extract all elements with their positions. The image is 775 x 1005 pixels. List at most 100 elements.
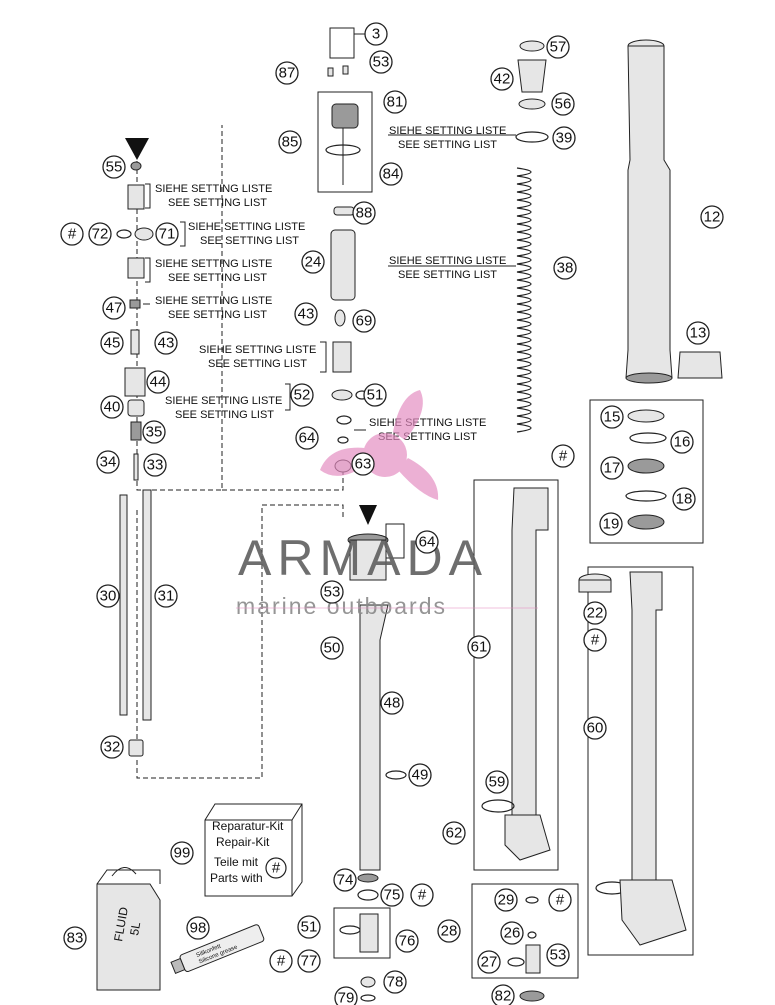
callout-n30: 30 (96, 584, 120, 608)
callout-circle (352, 201, 376, 225)
part-31-rod (142, 489, 152, 721)
callout-n17: 17 (600, 456, 624, 480)
callout-label: 50 (324, 640, 341, 657)
callout-circle (553, 256, 577, 280)
callout-n99: 99 (170, 841, 194, 865)
callout-circle (100, 331, 124, 355)
lower-leg-60-frame (587, 566, 694, 956)
callout-label: 69 (356, 313, 373, 330)
propeller-logo (320, 390, 439, 500)
part-48-tube (359, 604, 389, 871)
callout-circle (491, 984, 515, 1005)
callout-label: 53 (373, 54, 390, 71)
callout-label: 85 (282, 134, 299, 151)
part-76-base (359, 913, 379, 953)
callout-n24: 24 (301, 250, 325, 274)
part-22-bushing-body (578, 579, 612, 593)
part-upper-housing (349, 539, 387, 581)
callout-label: 28 (441, 923, 458, 940)
part-74-nut (357, 873, 379, 883)
callout-n53b: 53 (320, 580, 344, 604)
callout-n39: 39 (552, 126, 576, 150)
part-60-lower-leg (629, 571, 663, 881)
grease-tube: Silikonfett Silicone grease (170, 924, 265, 975)
part-35-spring (130, 421, 142, 441)
part-53-bolt (342, 65, 349, 75)
part-64-frame (385, 523, 405, 559)
part-55-nut (130, 161, 142, 171)
callout-n3: 3 (364, 22, 388, 46)
callout-label: 99 (174, 845, 191, 862)
part-44-spring (124, 367, 146, 397)
part-47-nut (129, 299, 141, 309)
callout-n43b: 43 (154, 331, 178, 355)
callout-label: 34 (100, 454, 117, 471)
callout-label: 78 (387, 974, 404, 991)
callout-n84: 84 (379, 162, 403, 186)
setting-note: SIEHE SETTING LISTE SEE SETTING LIST (145, 257, 272, 284)
callout-circle (437, 919, 461, 943)
part-42-piston (517, 59, 547, 93)
callout-circle (600, 405, 624, 429)
callout-circle (379, 162, 403, 186)
callout-n82: 82 (491, 984, 515, 1005)
part-71-piston (134, 227, 154, 241)
svg-text:SEE SETTING LIST: SEE SETTING LIST (168, 309, 267, 321)
callout-n12: 12 (700, 205, 724, 229)
callout-n42: 42 (490, 67, 514, 91)
callout-circle (290, 383, 314, 407)
callout-label: 22 (587, 605, 604, 622)
part-78-nut (360, 976, 376, 988)
callout-n15: 15 (600, 405, 624, 429)
callout-label: 82 (495, 988, 512, 1005)
callout-label: 52 (294, 387, 311, 404)
part-52-clip (331, 389, 353, 401)
svg-text:SIEHE SETTING LISTE: SIEHE SETTING LISTE (369, 417, 486, 429)
callout-n47: 47 (102, 296, 126, 320)
arrow-down-icon (125, 138, 149, 160)
part-40-cup (127, 399, 145, 417)
svg-text:SIEHE SETTING LISTE: SIEHE SETTING LISTE (199, 344, 316, 356)
callout-label: 74 (337, 872, 354, 889)
callout-label: 84 (383, 166, 400, 183)
callout-circle (295, 426, 319, 450)
part-19-dust-seal (627, 514, 665, 530)
callout-circle (334, 986, 358, 1005)
part-49-ring (385, 770, 407, 780)
callout-circle (551, 92, 575, 116)
callout-circle (583, 628, 607, 652)
callout-circle (546, 35, 570, 59)
callout-n72: 72 (88, 222, 112, 246)
part-24-cartridge (330, 229, 356, 301)
callout-hash22: # (583, 628, 607, 652)
part-75-ring (357, 889, 379, 901)
callout-n29: 29 (494, 888, 518, 912)
callout-label: 64 (419, 534, 436, 551)
callout-label: 44 (150, 374, 167, 391)
assembly-line-left (136, 125, 223, 491)
callout-n33: 33 (143, 453, 167, 477)
callout-circle (477, 950, 501, 974)
part-15-bushing (627, 409, 665, 423)
part-27-ring (507, 957, 525, 967)
callout-label: # (418, 887, 427, 904)
part-18-clip (625, 490, 667, 502)
callout-label: 35 (146, 424, 163, 441)
callout-label: 57 (550, 39, 567, 56)
callout-circle (96, 450, 120, 474)
lower-leg-61-frame (473, 479, 559, 871)
part-3-holder (329, 27, 355, 59)
setting-note: SIEHE SETTING LISTE SEE SETTING LIST (145, 183, 272, 209)
callout-label: 49 (412, 767, 429, 784)
fluid-label-line2: 5L (127, 921, 143, 937)
repair-kit-line1: Reparatur-Kit (212, 819, 284, 833)
armada-watermark: ARMADA marine outboards (236, 390, 538, 619)
callout-label: 29 (498, 892, 515, 909)
callout-circle (383, 970, 407, 994)
part-shim-stack (332, 341, 352, 373)
callout-circle (301, 250, 325, 274)
callout-n19: 19 (599, 512, 623, 536)
fluid-label-line1: FLUID (111, 906, 131, 943)
callout-n81: 81 (383, 90, 407, 114)
callout-n56: 56 (551, 92, 575, 116)
